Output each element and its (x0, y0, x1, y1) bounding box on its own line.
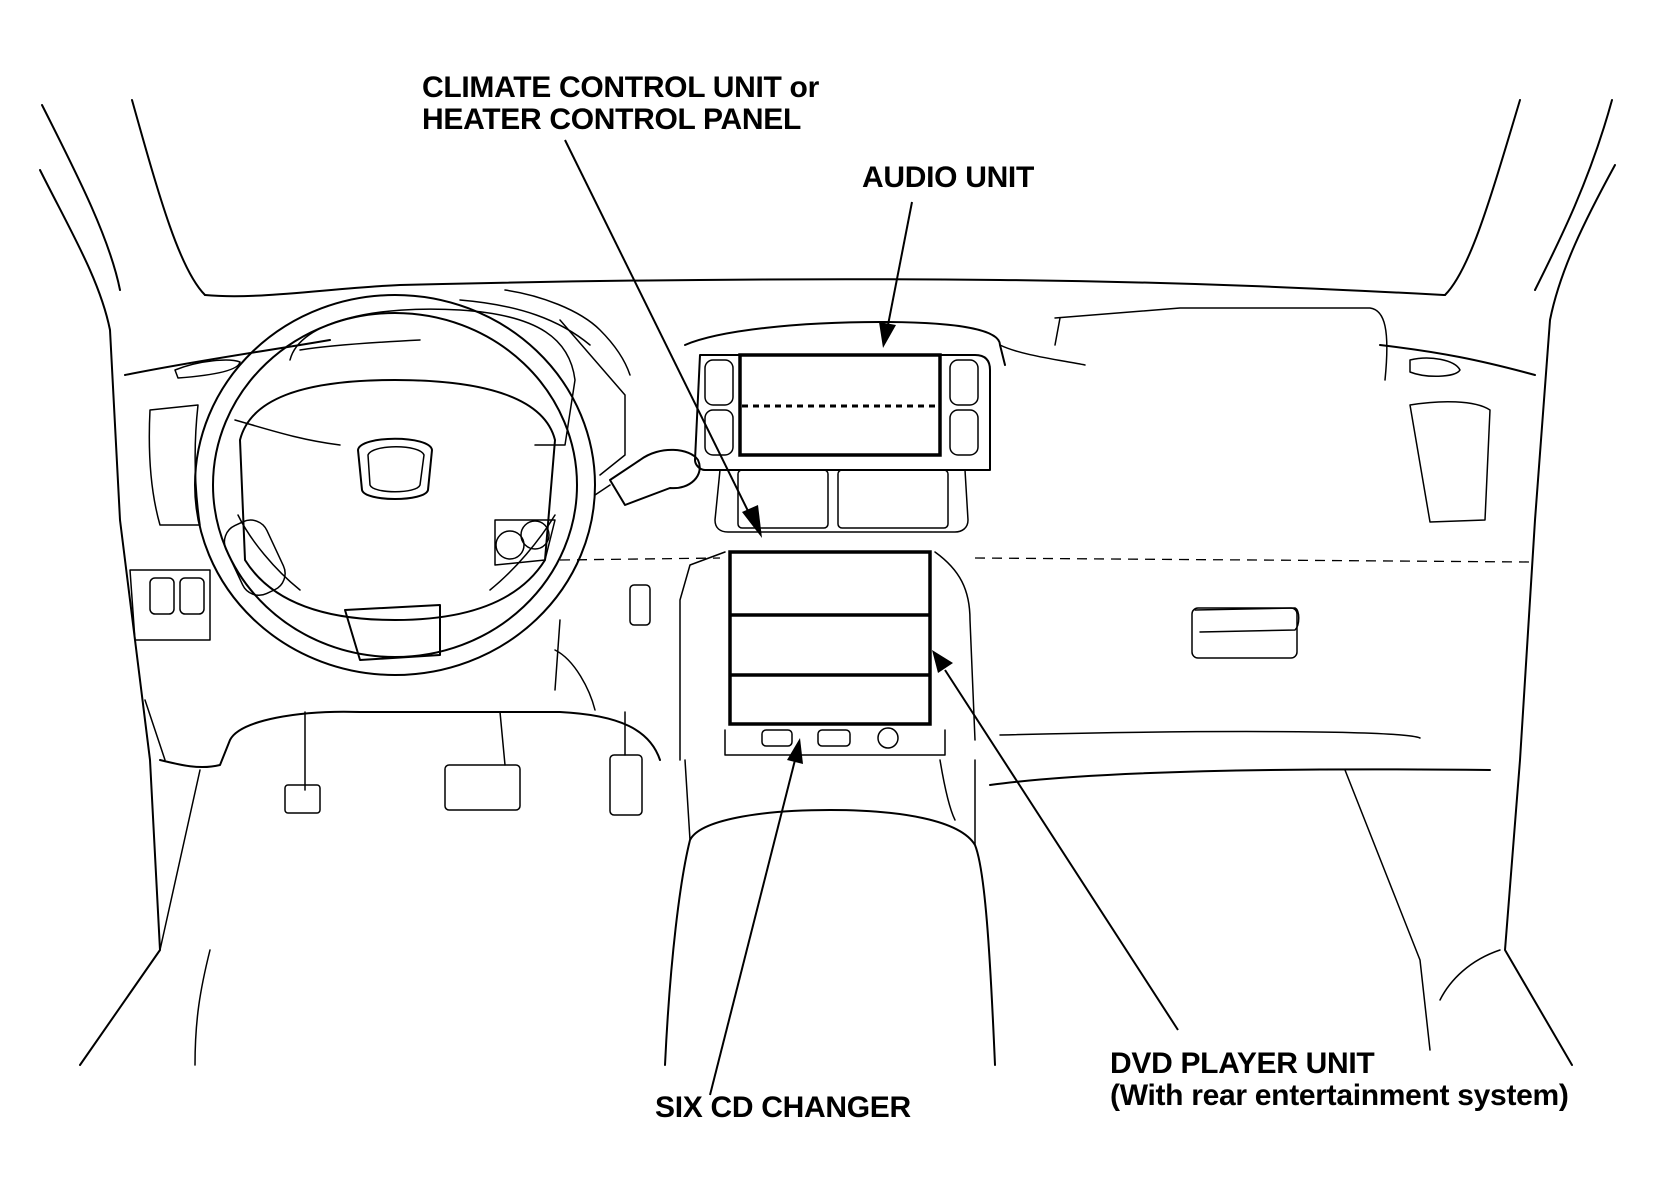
instrument-cluster (289, 308, 626, 476)
left-lower-dash (144, 619, 661, 769)
right-lower-dash-edge (989, 768, 1491, 786)
climate-control-area (714, 469, 969, 533)
leader-audio (879, 201, 913, 348)
center-console (664, 759, 996, 1066)
turn-signal-stalk (594, 448, 701, 506)
glove-box (999, 607, 1421, 739)
audio-unit-label-line1: AUDIO UNIT (862, 161, 1034, 194)
left-a-pillar (39, 99, 206, 1066)
center-stack (694, 354, 991, 471)
audio-unit-label: AUDIO UNIT (862, 162, 1034, 194)
leader-climate (564, 139, 762, 538)
small-switch (629, 584, 651, 626)
steering-wheel (194, 294, 596, 676)
left-floor-line (194, 949, 211, 1066)
right-a-pillar (1444, 99, 1616, 1066)
pedals (284, 711, 643, 816)
dvd-player-label-line2: (With rear entertainment system) (1110, 1079, 1569, 1112)
leader-dvd (932, 650, 1179, 1031)
climate-control-label: CLIMATE CONTROL UNIT or HEATER CONTROL P… (422, 72, 819, 136)
audio-unit-box (738, 353, 942, 457)
right-floor-line (1344, 769, 1431, 1051)
climate-control-label-line2: HEATER CONTROL PANEL (422, 103, 802, 136)
leader-cd-changer (709, 738, 803, 1096)
dashboard-top (124, 278, 1536, 381)
dash-lower-seam (559, 557, 1531, 563)
dvd-player-label-line1: DVD PLAYER UNIT (1110, 1047, 1375, 1080)
lower-center-controls (761, 727, 899, 749)
right-door-trim (1439, 949, 1501, 1001)
right-vent (1409, 400, 1491, 523)
dvd-player-stack (679, 550, 976, 761)
left-door-line (159, 769, 201, 951)
climate-control-label-line1: CLIMATE CONTROL UNIT or (422, 71, 819, 104)
dvd-player-label: DVD PLAYER UNIT (With rear entertainment… (1110, 1048, 1569, 1112)
cd-changer-label: SIX CD CHANGER (655, 1092, 911, 1124)
cd-changer-label-line1: SIX CD CHANGER (655, 1091, 911, 1124)
